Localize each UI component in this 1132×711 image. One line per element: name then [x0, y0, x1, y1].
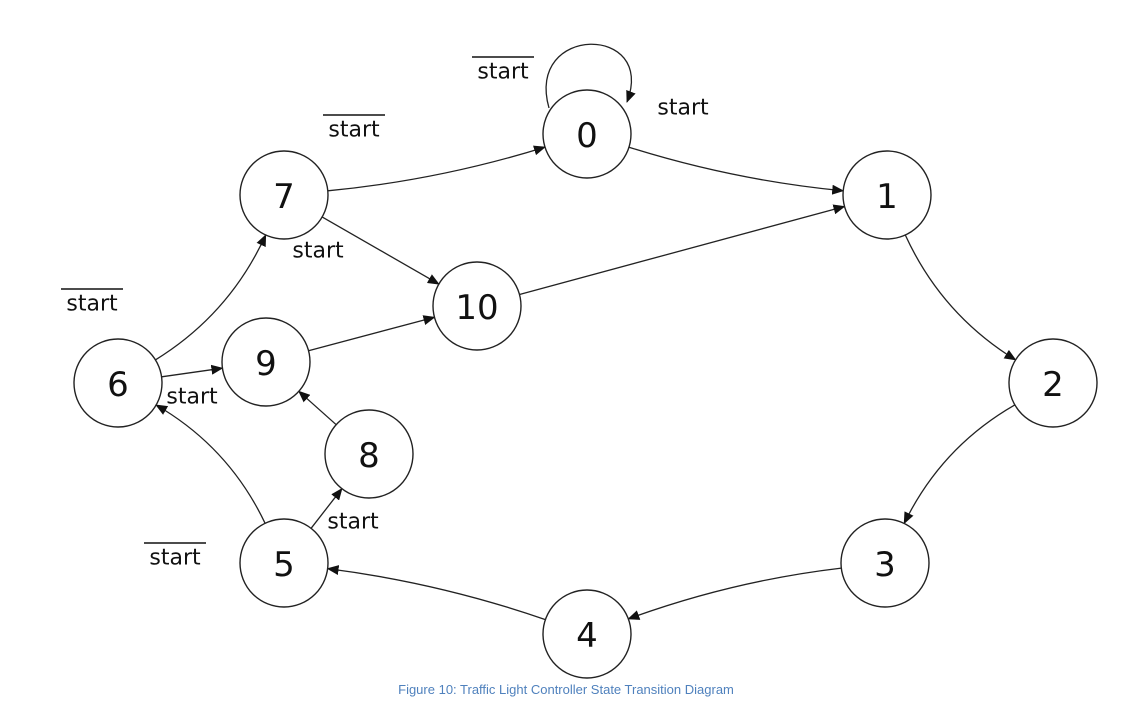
- transition-4-to-5: [326, 565, 546, 621]
- transition-6-to-9: [161, 364, 224, 378]
- transition-8-to-9: [298, 390, 337, 426]
- not-start-condition-label: start: [328, 118, 380, 143]
- start-condition-label: start: [292, 239, 344, 264]
- state-4-label: 4: [576, 616, 598, 656]
- state-6: 6: [73, 338, 163, 428]
- state-4-circle: [542, 589, 632, 679]
- state-8-label: 8: [358, 436, 380, 476]
- transition-6-to-7: [155, 234, 267, 361]
- state-0: 0: [542, 89, 632, 179]
- state-1-circle: [842, 150, 932, 240]
- state-2-label: 2: [1042, 365, 1064, 405]
- state-10: 10: [432, 261, 522, 351]
- state-7-circle: [239, 150, 329, 240]
- transition-2-to-3: [903, 404, 1016, 525]
- state-6-circle: [73, 338, 163, 428]
- state-6-label: 6: [107, 365, 129, 405]
- not-start-condition-label: start: [477, 60, 529, 85]
- state-9-label: 9: [255, 344, 277, 384]
- start-condition-label: start: [327, 510, 379, 535]
- state-9-circle: [221, 317, 311, 407]
- state-1: 1: [842, 150, 932, 240]
- state-7-label: 7: [273, 177, 295, 217]
- state-1-label: 1: [876, 177, 898, 217]
- start-condition-label: start: [657, 96, 709, 121]
- transition-7-to-0: [327, 145, 546, 192]
- transition-0-self-loop: [545, 43, 636, 109]
- transition-5-to-6: [155, 404, 266, 524]
- state-5: 5: [239, 518, 329, 608]
- transition-7-to-10: [321, 216, 440, 285]
- figure-caption: Figure 10: Traffic Light Controller Stat…: [398, 682, 734, 697]
- state-3-circle: [840, 518, 930, 608]
- state-10-label: 10: [455, 288, 498, 328]
- transition-0-to-1: [628, 146, 845, 195]
- state-0-label: 0: [576, 116, 598, 156]
- state-2-circle: [1008, 338, 1098, 428]
- state-3: 3: [840, 518, 930, 608]
- transition-1-to-2: [904, 234, 1017, 361]
- state-7: 7: [239, 150, 329, 240]
- state-9: 9: [221, 317, 311, 407]
- transition-3-to-4: [627, 567, 842, 620]
- not-start-condition-label: start: [149, 546, 201, 571]
- state-transition-diagram: 0 1 2 3 4 5 6 7 8 9 10 start start start start start st…: [61, 43, 1098, 679]
- state-4: 4: [542, 589, 632, 679]
- transition-10-to-1: [519, 204, 846, 296]
- transition-5-to-8: [310, 487, 343, 529]
- state-5-circle: [239, 518, 329, 608]
- state-2: 2: [1008, 338, 1098, 428]
- state-0-circle: [542, 89, 632, 179]
- transition-9-to-10: [308, 315, 436, 352]
- state-5-label: 5: [273, 545, 295, 585]
- state-8-circle: [324, 409, 414, 499]
- not-start-condition-label: start: [66, 292, 118, 317]
- start-condition-label: start: [166, 385, 218, 410]
- state-10-circle: [432, 261, 522, 351]
- state-3-label: 3: [874, 545, 896, 585]
- state-8: 8: [324, 409, 414, 499]
